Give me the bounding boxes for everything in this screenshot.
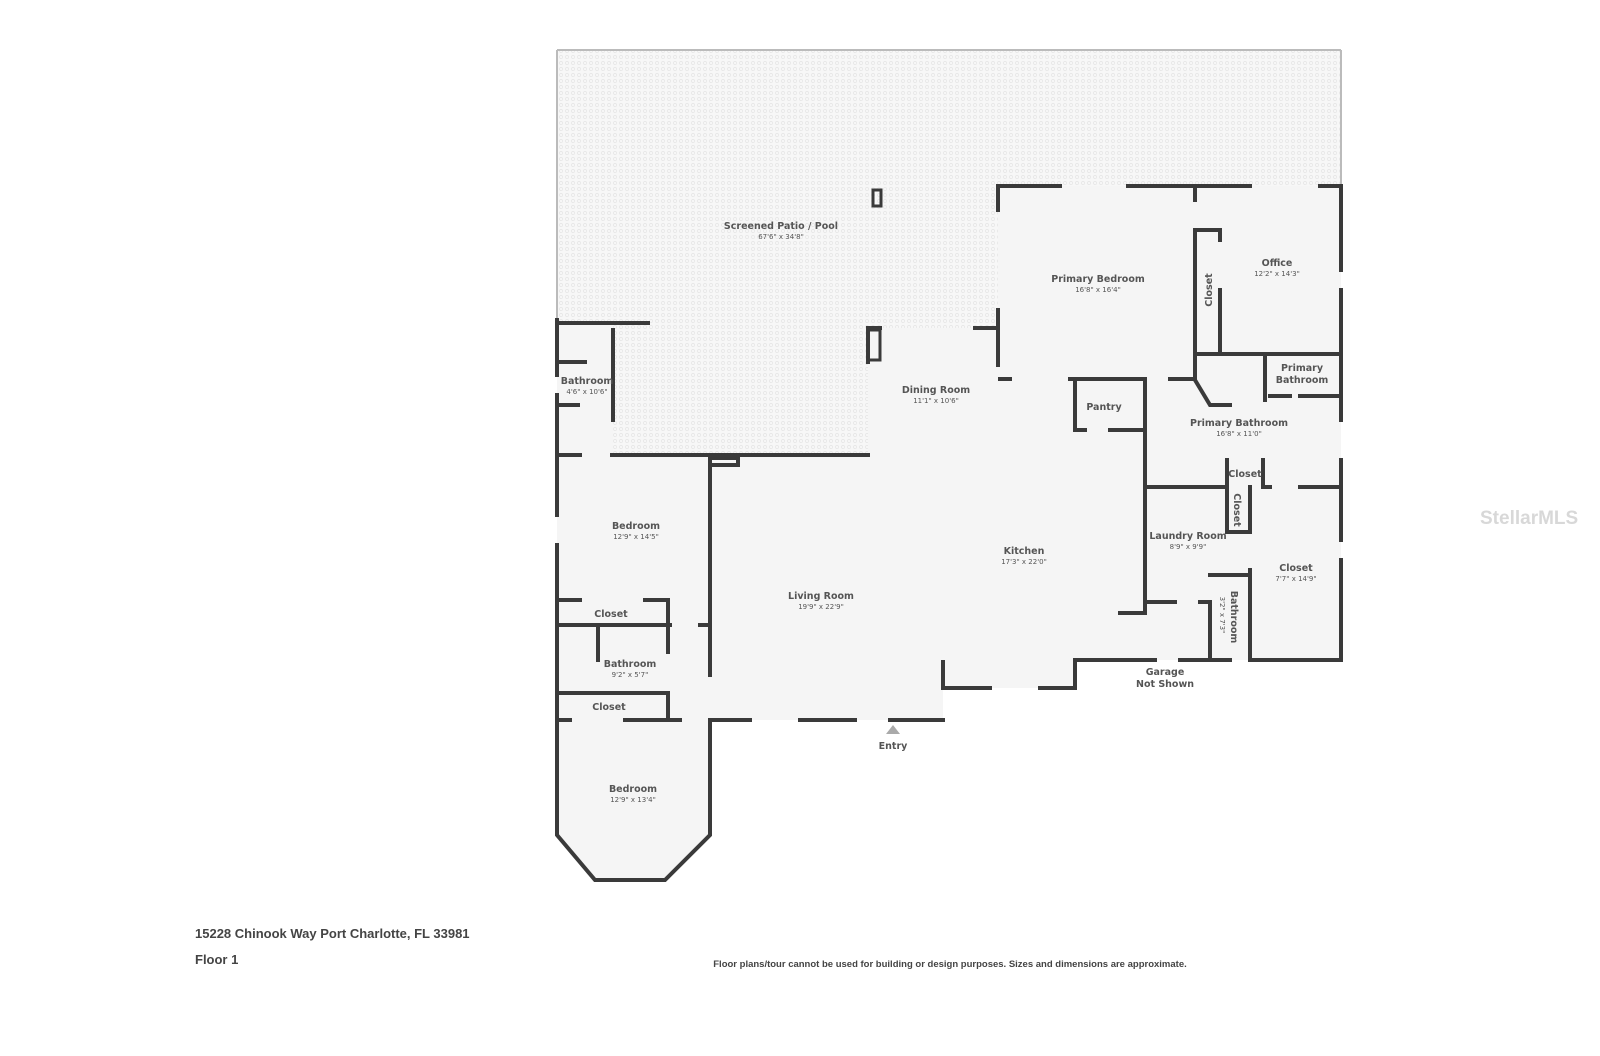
room-label: Bedroom xyxy=(609,784,657,795)
floor-label: Floor 1 xyxy=(195,952,239,967)
room-label: Closet xyxy=(1231,493,1242,527)
room-label: 4'6" x 10'6" xyxy=(566,388,607,396)
room-label: 67'6" x 34'8" xyxy=(758,233,804,241)
room-label: 12'9" x 14'5" xyxy=(613,533,659,541)
room-label: 11'1" x 10'6" xyxy=(913,397,959,405)
room-label: Bathroom xyxy=(1228,591,1239,644)
patio-area xyxy=(557,50,1341,455)
room-label: Entry xyxy=(879,741,908,752)
room-label: Bedroom xyxy=(612,521,660,532)
room-label: Bathroom xyxy=(561,376,614,387)
room-label: 12'2" x 14'3" xyxy=(1254,270,1300,278)
room-label: Closet xyxy=(592,702,626,713)
room-label: 16'8" x 11'0" xyxy=(1216,430,1262,438)
room-label: 8'9" x 9'9" xyxy=(1170,543,1207,551)
room-label: Not Shown xyxy=(1136,679,1194,690)
room-label: Closet xyxy=(1228,469,1262,480)
room-label: Bathroom xyxy=(1276,375,1329,386)
room-label: Kitchen xyxy=(1004,546,1045,557)
disclaimer: Floor plans/tour cannot be used for buil… xyxy=(713,959,1187,970)
walls xyxy=(555,184,1343,882)
room-label: Garage xyxy=(1146,667,1185,678)
watermark: StellarMLS xyxy=(1480,508,1579,529)
room-label: Primary Bedroom xyxy=(1051,274,1145,285)
room-label: Pantry xyxy=(1086,402,1122,413)
room-label: Screened Patio / Pool xyxy=(724,221,838,232)
property-address: 15228 Chinook Way Port Charlotte, FL 339… xyxy=(195,926,470,941)
room-label: 16'8" x 16'4" xyxy=(1075,286,1121,294)
room-label: Closet xyxy=(594,609,628,620)
room-label: 3'2" x 7'3" xyxy=(1218,597,1226,634)
patio-screen xyxy=(556,49,1342,320)
room-label: Bathroom xyxy=(604,659,657,670)
room-label: Laundry Room xyxy=(1149,531,1226,542)
room-label: Office xyxy=(1262,258,1293,269)
room-label: 9'2" x 5'7" xyxy=(612,671,649,679)
interior-area xyxy=(557,186,1341,880)
room-label: Primary xyxy=(1281,363,1324,374)
room-label: 7'7" x 14'9" xyxy=(1275,575,1316,583)
room-label: Primary Bathroom xyxy=(1190,418,1288,429)
room-label: 17'3" x 22'0" xyxy=(1001,558,1047,566)
room-label: 12'9" x 13'4" xyxy=(610,796,656,804)
room-label: Closet xyxy=(1279,563,1313,574)
room-label: Closet xyxy=(1204,273,1215,307)
room-label: Living Room xyxy=(788,591,854,602)
room-label: Dining Room xyxy=(902,385,970,396)
entry-arrow-icon xyxy=(886,725,900,734)
room-label: 19'9" x 22'9" xyxy=(798,603,844,611)
